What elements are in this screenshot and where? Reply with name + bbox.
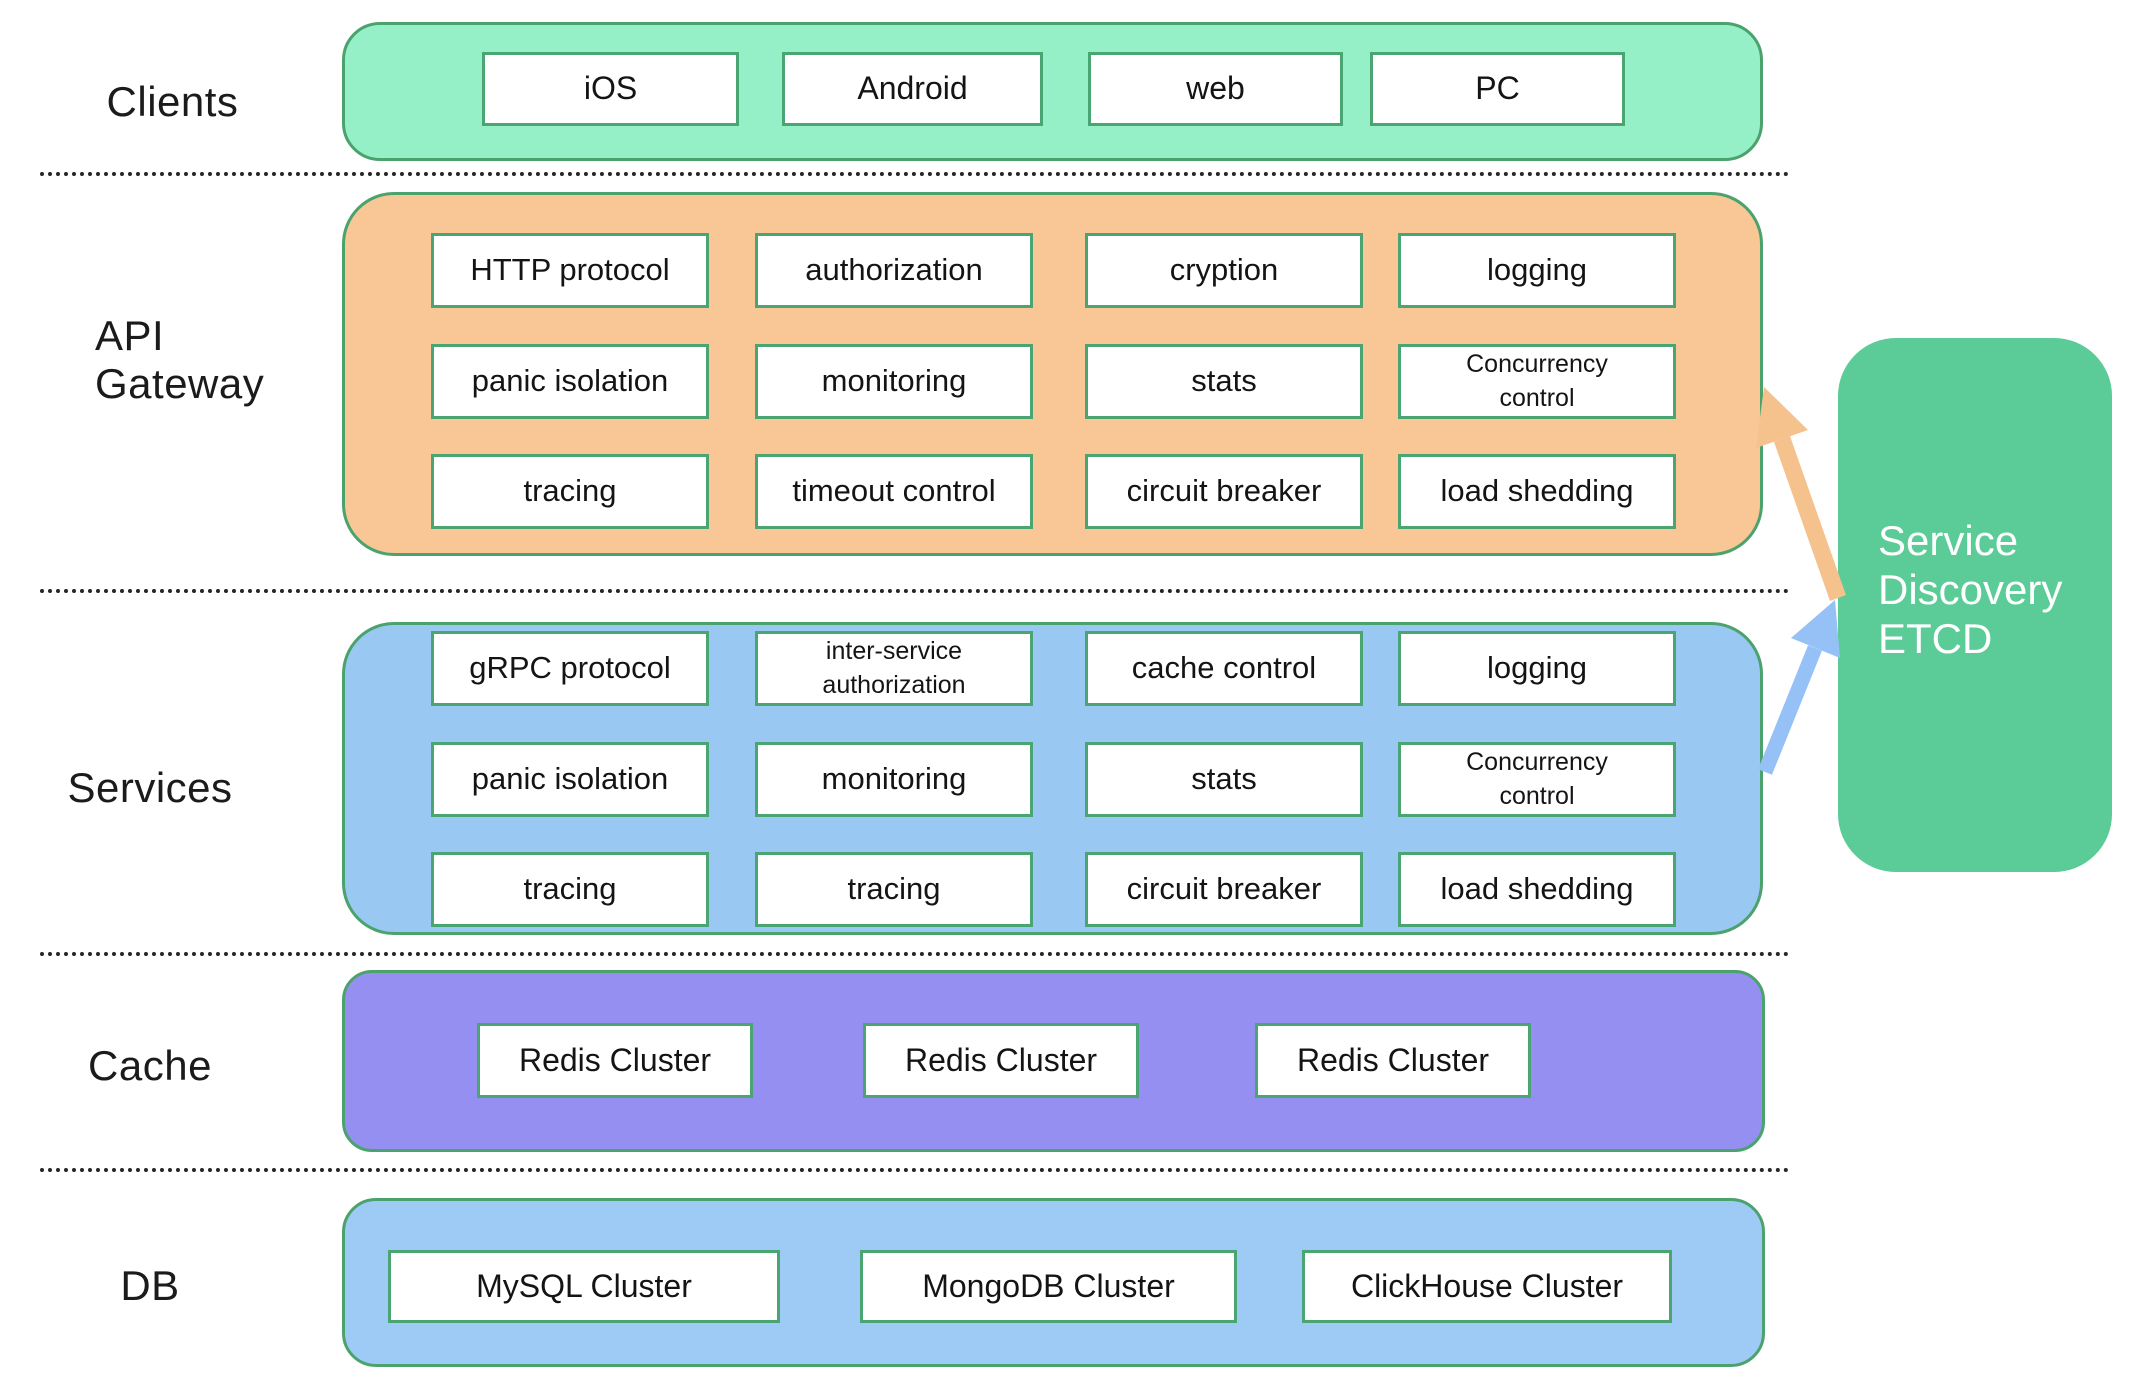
service-cell-cache-control: cache control (1085, 631, 1363, 706)
cache-box-redis-2: Redis Cluster (863, 1023, 1139, 1098)
client-box-ios: iOS (482, 52, 739, 126)
gateway-discovery-arrow (1756, 387, 1847, 601)
gateway-cell-stats: stats (1085, 344, 1363, 419)
service-cell-load-shedding: load shedding (1398, 852, 1676, 927)
db-box-clickhouse: ClickHouse Cluster (1302, 1250, 1672, 1323)
client-box-android: Android (782, 52, 1043, 126)
gateway-cell-authorization: authorization (755, 233, 1033, 308)
services-discovery-arrow (1758, 600, 1840, 775)
gateway-cell-logging: logging (1398, 233, 1676, 308)
service-cell-monitoring: monitoring (755, 742, 1033, 817)
separator-services-cache (40, 952, 1790, 956)
service-cell-tracing-1: tracing (431, 852, 709, 927)
service-cell-grpc-protocol: gRPC protocol (431, 631, 709, 706)
db-layer-label: DB (120, 1262, 180, 1309)
service-cell-stats: stats (1085, 742, 1363, 817)
gateway-cell-panic-isolation: panic isolation (431, 344, 709, 419)
separator-cache-db (40, 1168, 1790, 1172)
service-cell-panic-isolation: panic isolation (431, 742, 709, 817)
service-discovery-box (1838, 338, 2112, 872)
cache-box-redis-3: Redis Cluster (1255, 1023, 1531, 1098)
gateway-cell-concurrency-control: Concurrency control (1398, 344, 1676, 419)
service-cell-tracing-2: tracing (755, 852, 1033, 927)
db-box-mongodb: MongoDB Cluster (860, 1250, 1237, 1323)
services-layer-label: Services (67, 764, 233, 811)
gateway-cell-timeout-control: timeout control (755, 454, 1033, 529)
cache-layer-label: Cache (88, 1042, 212, 1089)
client-box-pc: PC (1370, 52, 1625, 126)
cache-box-redis-1: Redis Cluster (477, 1023, 753, 1098)
clients-layer-label: Clients (106, 78, 239, 125)
gateway-cell-load-shedding: load shedding (1398, 454, 1676, 529)
gateway-cell-tracing: tracing (431, 454, 709, 529)
service-cell-concurrency-control: Concurrency control (1398, 742, 1676, 817)
gateway-cell-cryption: cryption (1085, 233, 1363, 308)
service-cell-circuit-breaker: circuit breaker (1085, 852, 1363, 927)
api-gateway-layer-label: API Gateway (95, 312, 265, 407)
separator-gateway-services (40, 589, 1790, 593)
separator-clients-gateway (40, 172, 1790, 176)
service-cell-logging: logging (1398, 631, 1676, 706)
gateway-cell-http-protocol: HTTP protocol (431, 233, 709, 308)
gateway-cell-monitoring: monitoring (755, 344, 1033, 419)
service-cell-inter-service-authorization: inter-service authorization (755, 631, 1033, 706)
client-box-web: web (1088, 52, 1343, 126)
service-discovery-label: Service Discovery ETCD (1878, 517, 2063, 662)
gateway-cell-circuit-breaker: circuit breaker (1085, 454, 1363, 529)
db-box-mysql: MySQL Cluster (388, 1250, 780, 1323)
